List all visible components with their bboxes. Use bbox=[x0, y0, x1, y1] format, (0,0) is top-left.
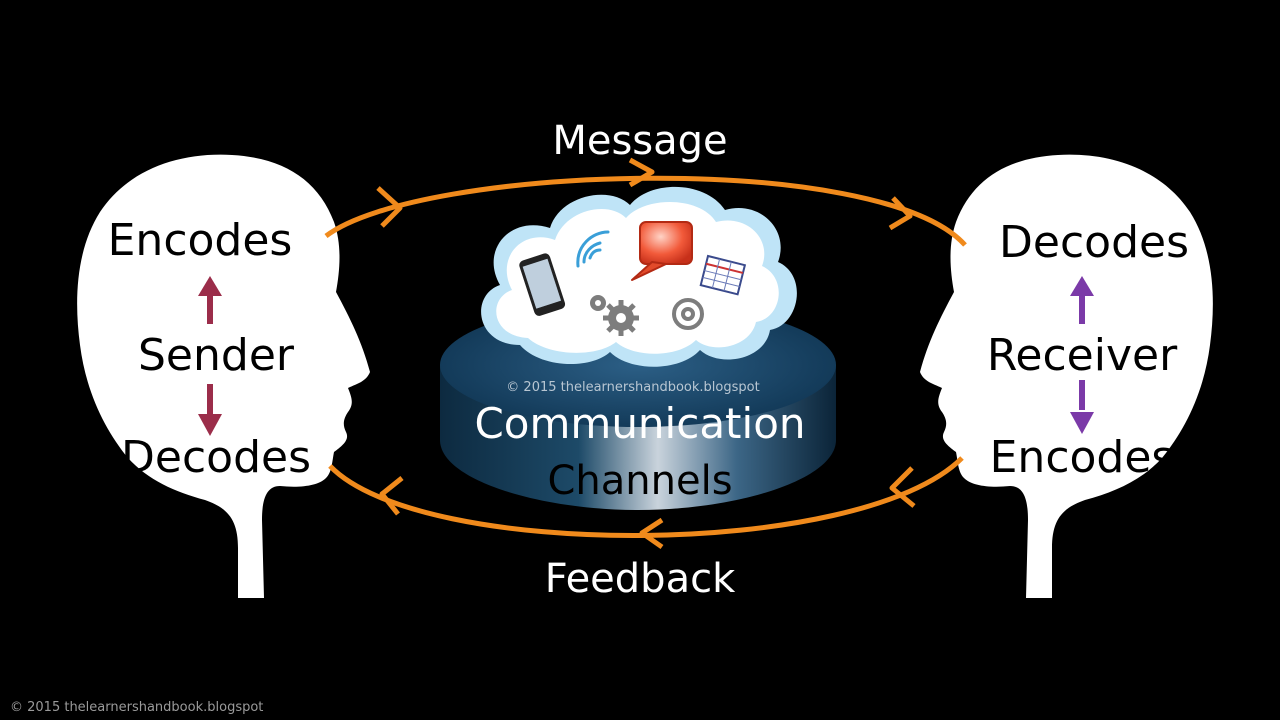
channels-watermark: © 2015 thelearnershandbook.blogspot bbox=[506, 380, 759, 395]
wifi-icon bbox=[576, 230, 610, 268]
feedback-label: Feedback bbox=[545, 556, 736, 602]
sender-decodes-label: Decodes bbox=[121, 432, 311, 483]
footer-copyright: © 2015 thelearnershandbook.blogspot bbox=[10, 700, 263, 715]
chat-bubble-icon bbox=[631, 221, 693, 281]
sender-label: Sender bbox=[138, 330, 295, 381]
sender-encodes-label: Encodes bbox=[108, 215, 293, 266]
feedback-arrow-head bbox=[639, 517, 664, 550]
spreadsheet-icon bbox=[699, 254, 747, 296]
message-arrow-head bbox=[376, 186, 403, 228]
sender-head-silhouette bbox=[77, 154, 370, 598]
smartphone-icon bbox=[519, 253, 566, 316]
sender-down-arrow bbox=[198, 384, 222, 436]
gears-icon bbox=[590, 295, 639, 336]
receiver-down-arrow bbox=[1070, 380, 1094, 434]
message-loop-top bbox=[324, 157, 967, 247]
receiver-label: Receiver bbox=[987, 330, 1178, 381]
channels-title-line2: Channels bbox=[547, 458, 732, 504]
at-sign-icon bbox=[672, 298, 704, 330]
feedback-arrow-head bbox=[889, 466, 916, 508]
message-label: Message bbox=[552, 118, 727, 164]
sender-up-arrow bbox=[198, 276, 222, 324]
receiver-decodes-label: Decodes bbox=[999, 217, 1189, 268]
receiver-up-arrow bbox=[1070, 276, 1094, 324]
feedback-arrow-head bbox=[379, 476, 404, 516]
message-arrow-head bbox=[888, 196, 913, 231]
receiver-encodes-label: Encodes bbox=[990, 432, 1175, 483]
feedback-loop-bottom bbox=[328, 456, 964, 550]
channels-title-line1: Communication bbox=[474, 399, 805, 448]
receiver-head-silhouette bbox=[920, 154, 1213, 598]
message-arrow-head bbox=[628, 157, 655, 188]
